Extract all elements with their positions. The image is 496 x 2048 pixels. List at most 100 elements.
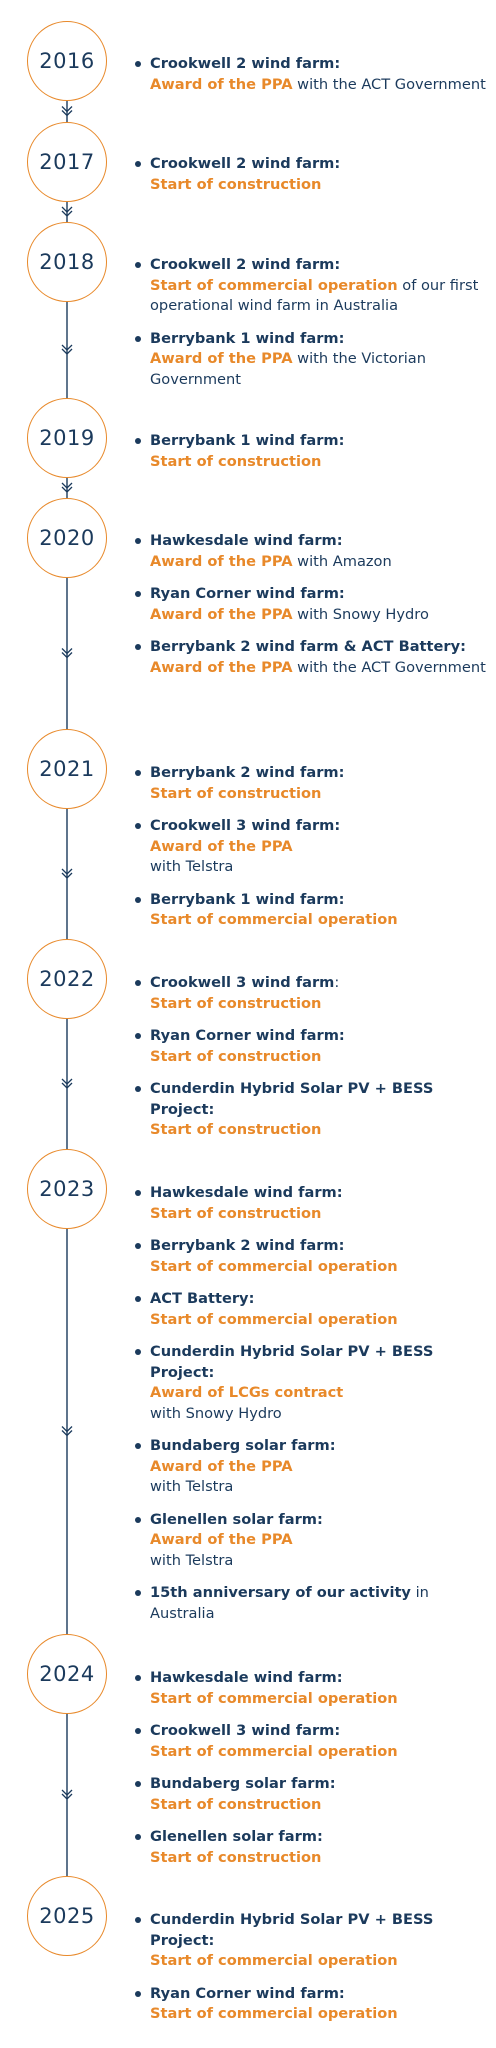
event-milestone: Start of construction bbox=[150, 1121, 322, 1138]
bullet-dot bbox=[135, 1516, 141, 1523]
bullet-dot bbox=[135, 1349, 141, 1355]
event-detail: with Telstra bbox=[150, 1478, 234, 1495]
bullet-dot bbox=[135, 1728, 141, 1734]
timeline-event: Berrybank 1 wind farm: Award of the PPA w… bbox=[134, 329, 492, 391]
timeline-event: Berrybank 2 wind farm & ACT Battery:Awar… bbox=[134, 637, 492, 678]
year-2024-circle: 2024 bbox=[27, 1634, 107, 1714]
event-title: Ryan Corner wind farm: bbox=[150, 1984, 345, 2002]
event-milestone: Start of construction bbox=[150, 784, 322, 802]
bullet-dot bbox=[135, 1443, 141, 1449]
year-2017-events: Crookwell 2 wind farm:Start of construct… bbox=[134, 154, 492, 207]
timeline-event: Ryan Corner wind farm: Award of the PPA w… bbox=[134, 584, 492, 625]
timeline-event: Berrybank 1 wind farm:Start of construct… bbox=[134, 431, 492, 472]
event-title: Ryan Corner wind farm: bbox=[150, 585, 345, 602]
chevron-down-icon bbox=[61, 648, 73, 659]
event-detail: with Snowy Hydro bbox=[292, 605, 429, 623]
year-2021-events: Berrybank 2 wind farm: Start of construct… bbox=[134, 763, 492, 943]
bullet-dot bbox=[135, 1675, 141, 1681]
bullet-dot bbox=[135, 161, 141, 167]
event-title: Berrybank 1 wind farm: bbox=[150, 432, 345, 449]
year-2021-circle: 2021 bbox=[27, 729, 107, 809]
event-title: Cunderdin Hybrid Solar PV + BESS Project… bbox=[150, 1911, 434, 1949]
event-milestone: Start of commercial operation bbox=[150, 1689, 398, 1707]
event-milestone: Start of construction bbox=[150, 994, 322, 1012]
year-2019-events: Berrybank 1 wind farm:Start of construct… bbox=[134, 431, 492, 484]
bullet-dot bbox=[135, 896, 141, 903]
event-title: Crookwell 3 wind farm: bbox=[150, 1722, 341, 1739]
event-milestone: Start of commercial operation bbox=[150, 1952, 398, 1969]
bullet-dot bbox=[135, 1917, 141, 1923]
event-milestone: Award of the PPA bbox=[150, 75, 293, 93]
event-milestone: Start of construction bbox=[150, 1848, 322, 1866]
event-title: Glenellen solar farm: bbox=[150, 1828, 323, 1845]
year-2023-circle: 2023 bbox=[27, 1149, 107, 1229]
event-milestone: Award of the PPA bbox=[150, 658, 293, 676]
bullet-dot bbox=[135, 1033, 141, 1039]
year-2020-circle: 2020 bbox=[27, 498, 107, 578]
event-detail: with the ACT Government bbox=[292, 658, 486, 676]
event-milestone: Award of the PPA bbox=[150, 837, 293, 855]
event-milestone: Start of construction bbox=[150, 1795, 322, 1813]
event-milestone: Start of construction bbox=[150, 1204, 322, 1222]
chevron-down-icon bbox=[61, 868, 73, 879]
event-milestone: Start of commercial operation bbox=[150, 911, 398, 928]
event-detail: with the Victorian Government bbox=[150, 350, 426, 388]
bullet-dot bbox=[135, 770, 141, 776]
bullet-dot bbox=[135, 591, 141, 597]
bullet-dot bbox=[135, 1296, 141, 1302]
event-milestone: Award of the PPA bbox=[150, 605, 293, 623]
event-title: Berrybank 2 wind farm: bbox=[150, 764, 345, 781]
event-milestone: Award of the PPA bbox=[150, 1457, 293, 1475]
timeline-event: Glenellen solar farm: Start of constructi… bbox=[134, 1827, 492, 1868]
bullet-dot bbox=[135, 61, 141, 67]
chevron-down-icon bbox=[61, 106, 73, 117]
event-title: Berrybank 1 wind farm: bbox=[150, 329, 345, 347]
event-milestone: Start of commercial operation bbox=[150, 1310, 398, 1328]
event-title: Bundaberg solar farm: bbox=[150, 1775, 336, 1792]
timeline-event: Hawkesdale wind farm:Start of commercial… bbox=[134, 1668, 492, 1709]
timeline-event: ACT Battery:Start of commercial operatio… bbox=[134, 1289, 492, 1330]
event-colon: : bbox=[334, 974, 340, 991]
bullet-dot bbox=[135, 438, 141, 444]
year-2016-events: Crookwell 2 wind farm: Award of the PPA w… bbox=[134, 54, 492, 107]
year-2018-circle: 2018 bbox=[27, 222, 107, 302]
year-2024-events: Hawkesdale wind farm:Start of commercial… bbox=[134, 1668, 492, 1880]
event-detail: of our first operational wind farm in Au… bbox=[150, 276, 479, 315]
bullet-dot bbox=[135, 335, 141, 342]
bullet-dot bbox=[135, 1590, 141, 1596]
chevron-down-icon bbox=[61, 1789, 73, 1800]
bullet-dot bbox=[135, 980, 141, 986]
event-milestone: Start of construction bbox=[150, 1047, 322, 1065]
timeline-event: Ryan Corner wind farm:Start of commercia… bbox=[134, 1984, 492, 2025]
year-2022-events: Crookwell 3 wind farm:Start of construct… bbox=[134, 973, 492, 1153]
bullet-dot bbox=[135, 1190, 141, 1196]
event-title: Crookwell 2 wind farm: bbox=[150, 55, 341, 72]
timeline-event: Berrybank 1 wind farm:Start of commercia… bbox=[134, 890, 492, 931]
event-detail: with Amazon bbox=[292, 552, 392, 570]
timeline-event: Crookwell 3 wind farm:Start of commercia… bbox=[134, 1721, 492, 1762]
chevron-down-icon bbox=[61, 344, 73, 355]
year-2025-events: Cunderdin Hybrid Solar PV + BESS Project… bbox=[134, 1910, 492, 2037]
bullet-dot bbox=[135, 644, 141, 650]
timeline-event: Ryan Corner wind farm: Start of construct… bbox=[134, 1026, 492, 1067]
event-title: 15th anniversary of our activity bbox=[150, 1584, 411, 1601]
event-title: Hawkesdale wind farm: bbox=[150, 532, 343, 549]
event-detail: with the ACT Government bbox=[292, 75, 486, 93]
timeline-event: Crookwell 3 wind farm:Start of construct… bbox=[134, 973, 492, 1014]
bullet-dot bbox=[135, 1781, 141, 1787]
timeline-event: Crookwell 2 wind farm: Award of the PPA w… bbox=[134, 54, 492, 95]
event-title: Crookwell 2 wind farm: bbox=[150, 256, 341, 273]
bullet-dot bbox=[135, 538, 141, 544]
chevron-down-icon bbox=[61, 1426, 73, 1437]
event-milestone: Award of the PPA bbox=[150, 350, 293, 367]
year-2023-events: Hawkesdale wind farm:Start of constructi… bbox=[134, 1183, 492, 1636]
event-title: Ryan Corner wind farm: bbox=[150, 1027, 345, 1044]
year-2022-circle: 2022 bbox=[27, 939, 107, 1019]
timeline-event: 15th anniversary of our activity in Aust… bbox=[134, 1583, 492, 1624]
event-title: Berrybank 2 wind farm: bbox=[150, 1237, 345, 1254]
bullet-dot bbox=[135, 823, 141, 829]
